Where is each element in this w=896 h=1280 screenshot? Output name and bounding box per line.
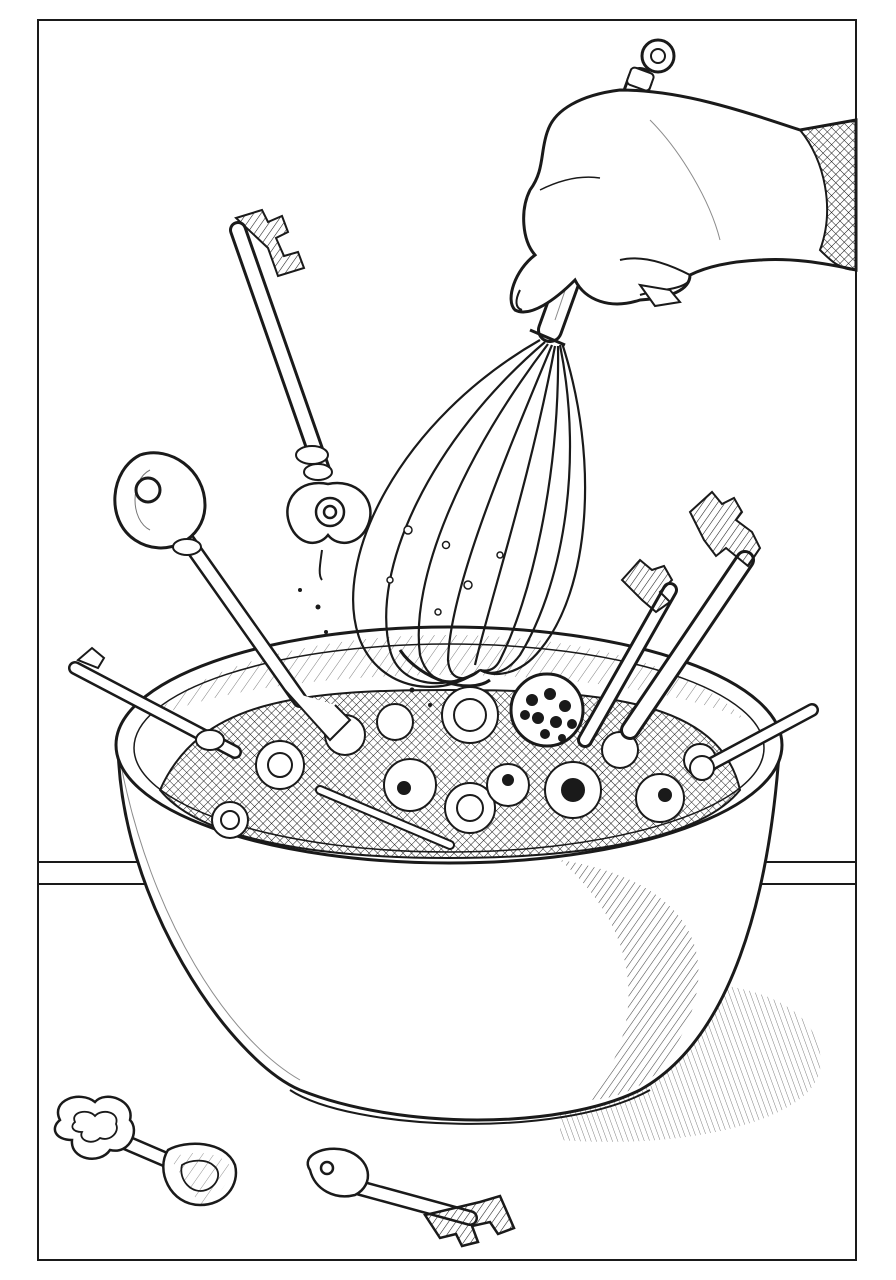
key-floor-left — [53, 1095, 238, 1207]
ornate-bow — [286, 481, 372, 545]
key-right-short — [689, 703, 819, 781]
patterned-key-bow — [509, 672, 585, 748]
key-right-middle — [577, 558, 678, 748]
key-left-horizontal — [68, 646, 242, 759]
hand — [509, 88, 858, 314]
frame-border — [37, 19, 857, 1261]
key-floor-right — [306, 1147, 516, 1248]
key-falling-top-left — [229, 208, 372, 581]
key-round-bow — [113, 451, 352, 742]
key-right-tall — [620, 490, 762, 740]
floor-key-bit — [162, 1142, 238, 1207]
